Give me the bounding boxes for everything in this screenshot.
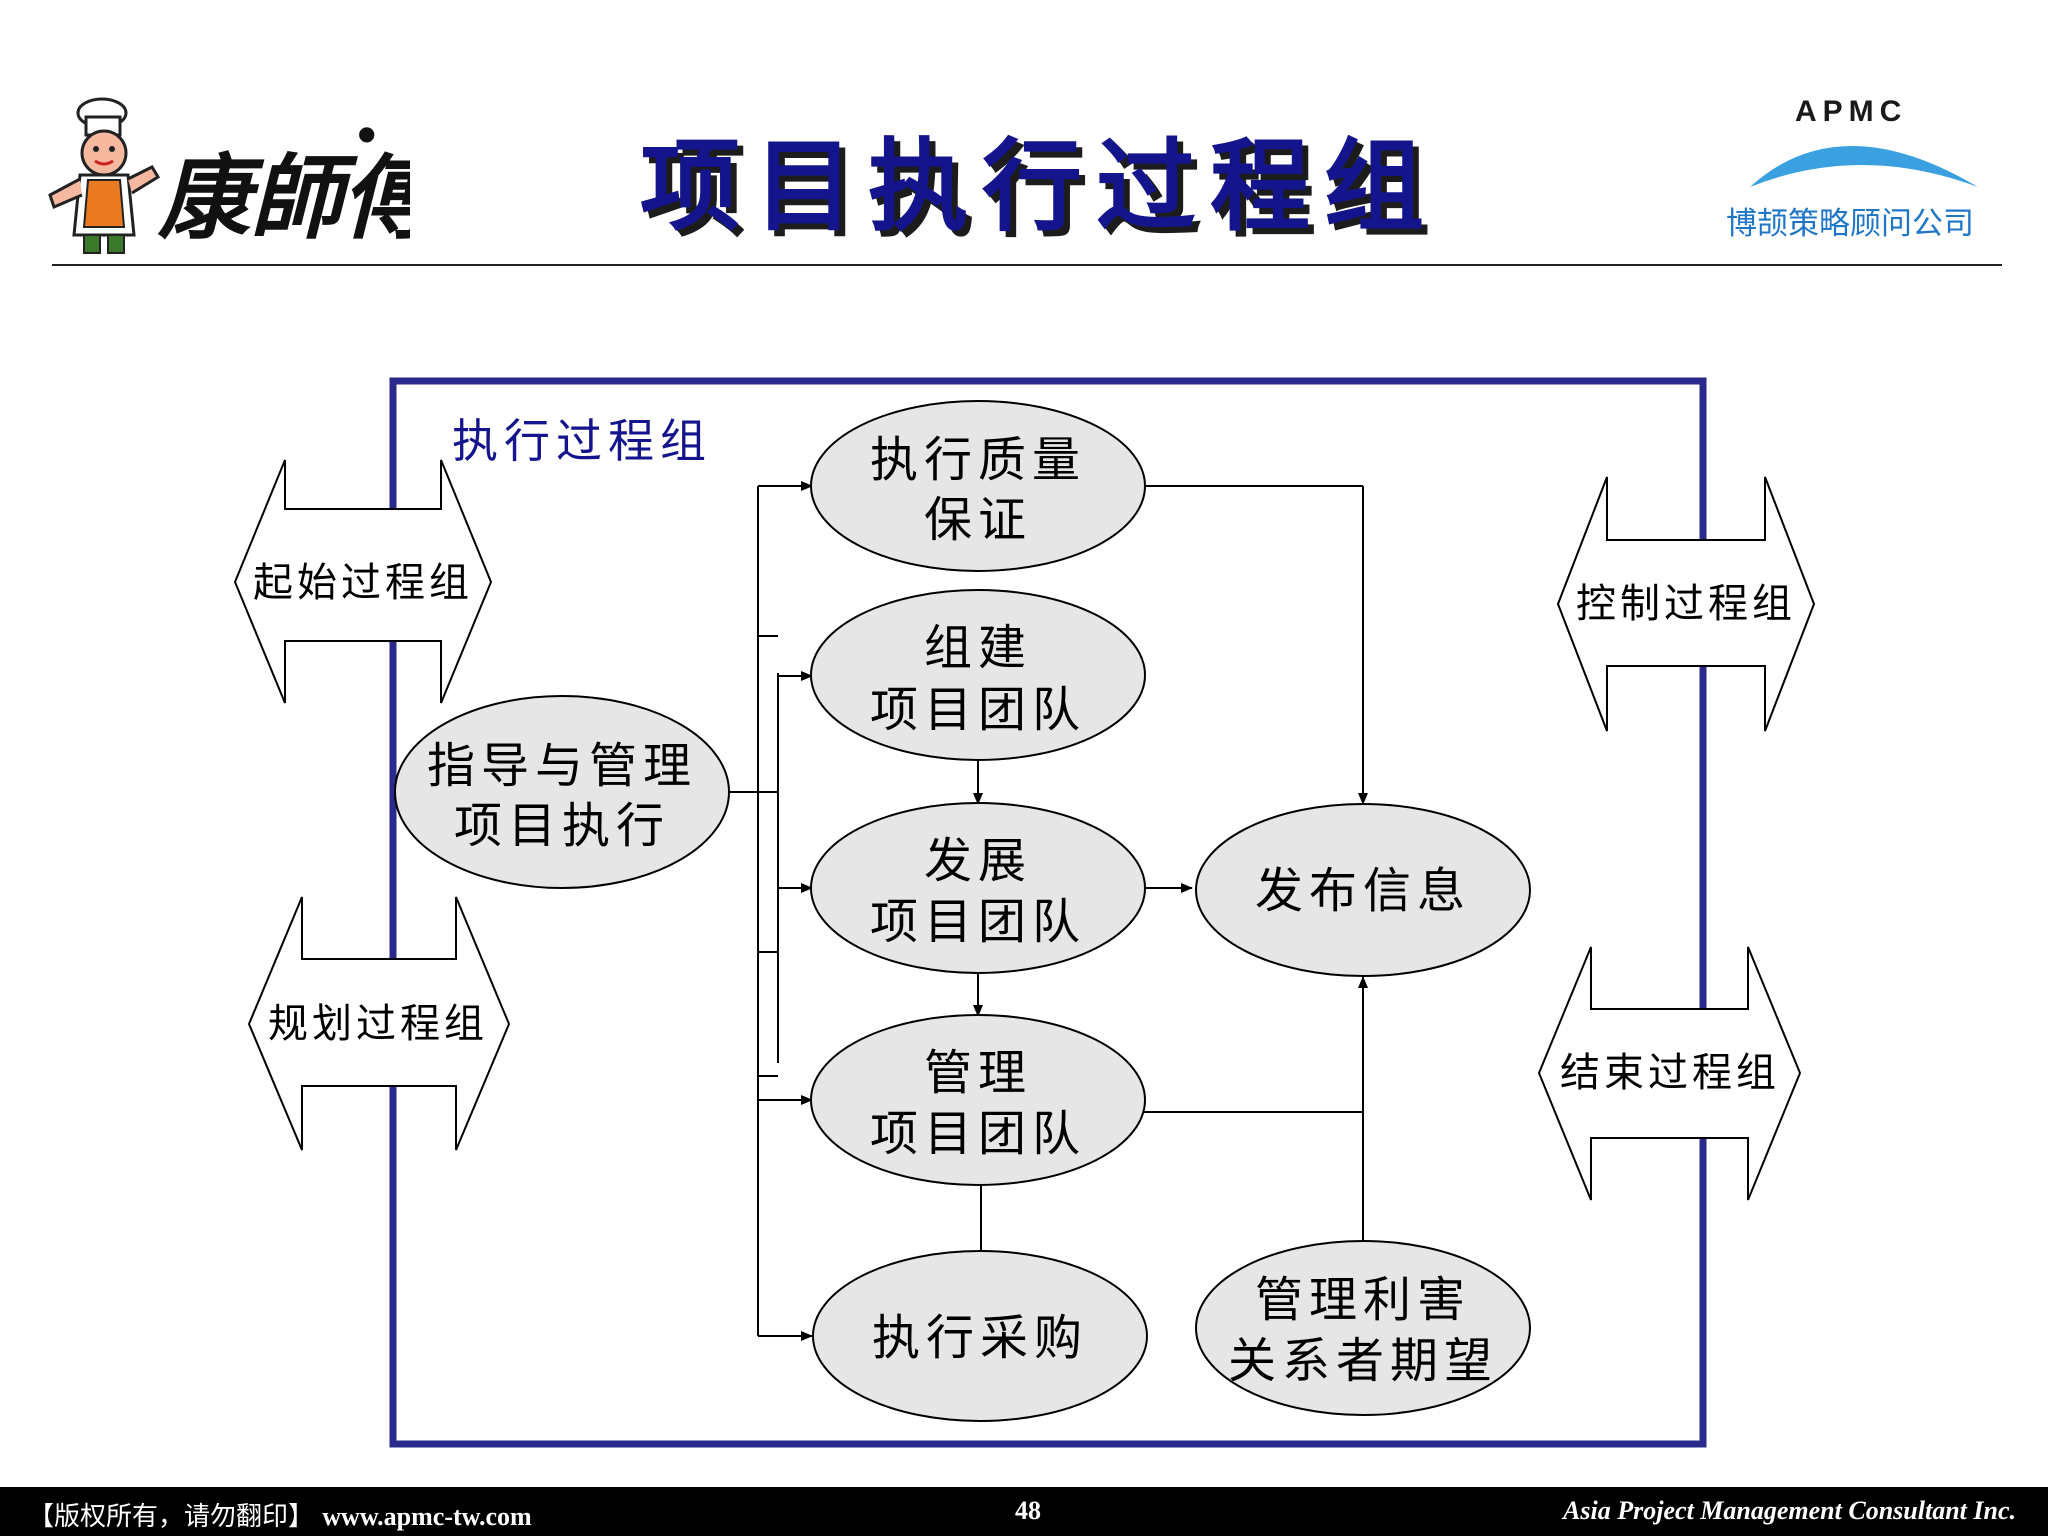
group-label: 执行过程组 (452, 414, 712, 468)
develop-line1: 发展 (924, 833, 1032, 889)
planning-arrow (247, 896, 511, 1151)
initiating-label: 起始过程组 (253, 560, 473, 606)
distribute-label: 发布信息 (1255, 863, 1471, 919)
qa-line1: 执行质量 (870, 432, 1086, 488)
slide-title: 项目执行过程组 (640, 128, 1438, 245)
controlling-label: 控制过程组 (1576, 581, 1796, 627)
node-acquire-team (810, 589, 1146, 761)
kangshifu-logo: 康師傅 ● (40, 95, 449, 269)
node-direct-manage (394, 695, 730, 889)
stake-line1: 管理利害 (1255, 1272, 1471, 1328)
apmc-arc-icon (1750, 146, 1978, 187)
node-manage-team (810, 1014, 1146, 1186)
footer-url[interactable]: www.apmc-tw.com (322, 1502, 532, 1531)
chef-mascot-icon (48, 97, 161, 254)
initiating-arrow (233, 459, 493, 704)
stake-line2: 关系者期望 (1228, 1333, 1498, 1389)
footer-bar: 【版权所有，请勿翻印】 www.apmc-tw.com 48 Asia Proj… (0, 1487, 2048, 1536)
closing-label: 结束过程组 (1560, 1050, 1780, 1096)
qa-line2: 保证 (924, 492, 1032, 548)
node-quality-assurance (810, 400, 1146, 572)
planning-label: 规划过程组 (268, 1001, 488, 1047)
svg-text:●: ● (358, 121, 375, 145)
procure-label: 执行采购 (872, 1310, 1088, 1366)
direct-line1: 指导与管理 (427, 738, 697, 794)
acquire-line1: 组建 (924, 620, 1032, 676)
page-number: 48 (1015, 1496, 1041, 1525)
logo-text: 康師傅 (157, 144, 410, 252)
node-conduct-procurement (812, 1250, 1148, 1422)
node-manage-stakeholders (1195, 1240, 1531, 1416)
footer-copyright: 【版权所有，请勿翻印】 www.apmc-tw.com (28, 1502, 532, 1532)
manage-line1: 管理 (924, 1045, 1032, 1101)
apmc-company-name: 博颉策略顾问公司 (1726, 206, 1974, 242)
closing-arrow (1537, 946, 1802, 1201)
apmc-name: APMC (1795, 95, 1908, 128)
develop-line2: 项目团队 (870, 894, 1086, 950)
manage-line2: 项目团队 (870, 1106, 1086, 1162)
acquire-line2: 项目团队 (870, 682, 1086, 738)
header-divider (52, 264, 2002, 266)
node-distribute-information (1195, 803, 1531, 977)
direct-line2: 项目执行 (454, 798, 670, 854)
node-develop-team (810, 802, 1146, 974)
controlling-arrow (1556, 476, 1816, 732)
footer-company: Asia Project Management Consultant Inc. (1563, 1496, 2016, 1525)
